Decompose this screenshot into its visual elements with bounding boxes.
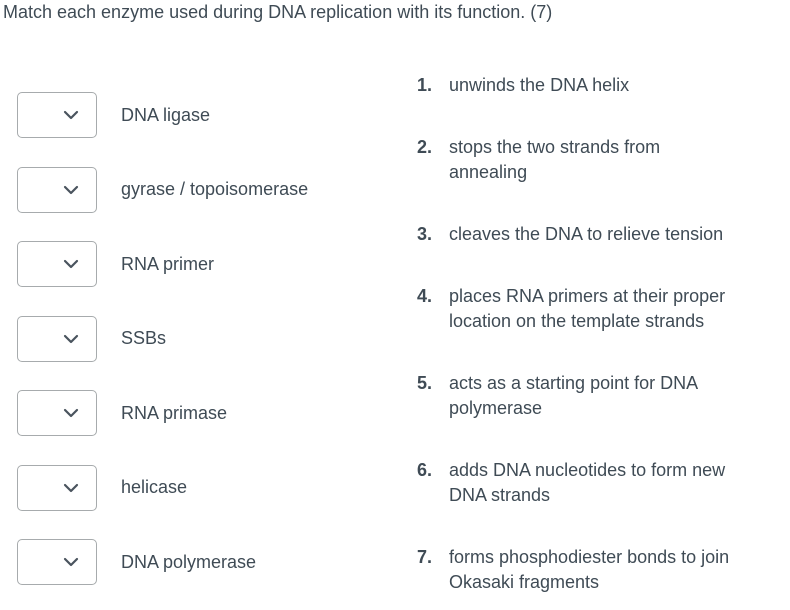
function-text: adds DNA nucleotides to form new DNA str… [449, 460, 726, 505]
function-number: 5. [417, 373, 433, 393]
function-text: acts as a starting point for DNA polymer… [449, 373, 699, 418]
function-item: 5. acts as a starting point for DNA poly… [417, 371, 787, 421]
enzyme-row: DNA ligase [17, 92, 308, 138]
function-item: 3. cleaves the DNA to relieve tension [417, 222, 787, 247]
chevron-down-icon [63, 483, 79, 492]
enzyme-label: helicase [121, 477, 188, 497]
chevron-down-icon [63, 557, 79, 567]
enzyme-row: gyrase / topoisomerase [17, 166, 309, 213]
function-item: 2. stops the two strands from annealing [417, 135, 787, 185]
chevron-down-icon [63, 408, 79, 418]
function-number: 3. [417, 224, 433, 244]
enzyme-label: DNA ligase [121, 104, 211, 125]
chevron-down-icon [63, 110, 79, 120]
function-text: cleaves the DNA to relieve tension [449, 224, 724, 244]
enzyme-row: RNA primer [17, 241, 308, 287]
function-number: 1. [417, 75, 433, 95]
function-text: forms phosphodiester bonds to join Okasa… [449, 547, 730, 592]
function-number: 7. [417, 547, 433, 567]
answer-select-dropdown[interactable] [17, 539, 97, 585]
chevron-down-icon [63, 334, 79, 343]
function-text: places RNA primers at their proper locat… [449, 286, 726, 331]
answer-select-dropdown[interactable] [17, 390, 97, 436]
answer-select-dropdown[interactable] [17, 166, 97, 213]
enzyme-label: SSBs [121, 328, 167, 348]
function-item: 4. places RNA primers at their proper lo… [417, 284, 787, 334]
enzyme-label: RNA primase [121, 402, 228, 423]
enzyme-label: DNA polymerase [121, 551, 257, 572]
enzyme-row: DNA polymerase [17, 539, 308, 585]
function-item: 6. adds DNA nucleotides to form new DNA … [417, 458, 787, 508]
enzyme-row: SSBs [17, 315, 308, 362]
enzyme-label: gyrase / topoisomerase [121, 179, 309, 199]
function-text: stops the two strands from annealing [449, 137, 661, 182]
enzyme-row: helicase [17, 464, 308, 511]
question-title: Match each enzyme used during DNA replic… [3, 2, 553, 22]
function-number: 4. [417, 286, 433, 306]
function-number: 6. [417, 460, 433, 480]
chevron-down-icon [63, 259, 79, 269]
answer-select-dropdown[interactable] [17, 315, 97, 362]
enzyme-label: RNA primer [121, 253, 215, 274]
function-number: 2. [417, 137, 433, 157]
answer-select-dropdown[interactable] [17, 92, 97, 138]
chevron-down-icon [63, 185, 79, 194]
enzyme-answers-column: DNA ligase gyrase / topoisomerase RNA pr… [17, 92, 308, 585]
enzyme-row: RNA primase [17, 390, 308, 436]
function-item: 1. unwinds the DNA helix [417, 73, 787, 98]
function-text: unwinds the DNA helix [449, 75, 630, 95]
answer-select-dropdown[interactable] [17, 241, 97, 287]
function-item: 7. forms phosphodiester bonds to join Ok… [417, 545, 787, 595]
function-options-column: 1. unwinds the DNA helix 2. stops the tw… [417, 73, 787, 610]
answer-select-dropdown[interactable] [17, 464, 97, 511]
